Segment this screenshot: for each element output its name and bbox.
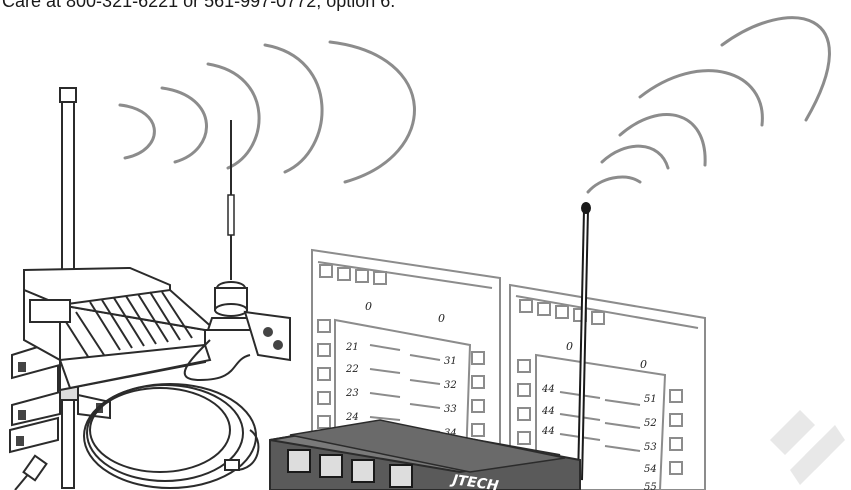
panel-left-row-label: 23 xyxy=(345,388,359,399)
panel-right-row-label: 44 xyxy=(541,384,555,395)
panel-right-header-right: 0 xyxy=(640,358,647,371)
signal-waves-left xyxy=(120,42,414,182)
panel-left-row-label: 33 xyxy=(444,404,457,415)
repeater-box xyxy=(24,268,215,390)
panel-left-header-left: 0 xyxy=(365,300,372,313)
panel-right-row-label: 55 xyxy=(644,482,657,490)
panel-right-row-label: 54 xyxy=(644,464,657,475)
panel-left-row-label: 32 xyxy=(444,380,457,391)
watermark-graphic xyxy=(770,410,845,485)
panel-right-row-label: 44 xyxy=(541,406,555,417)
panel-left-row-label: 21 xyxy=(345,342,359,353)
panel-right-row-label: 52 xyxy=(644,418,657,429)
panel-left-header-right: 0 xyxy=(438,312,445,325)
panel-left-row-label: 24 xyxy=(345,412,359,423)
panel-right-header-left: 0 xyxy=(566,340,573,353)
panel-left-row-label: 31 xyxy=(444,356,457,367)
panel-right-row-label: 53 xyxy=(644,442,657,453)
panel-right-row-label: 51 xyxy=(644,394,657,405)
panel-left-row-label: 22 xyxy=(345,364,359,375)
signal-waves-right xyxy=(588,18,829,192)
mag-mount-antenna xyxy=(208,120,290,360)
panel-right-row-label: 44 xyxy=(541,426,555,437)
